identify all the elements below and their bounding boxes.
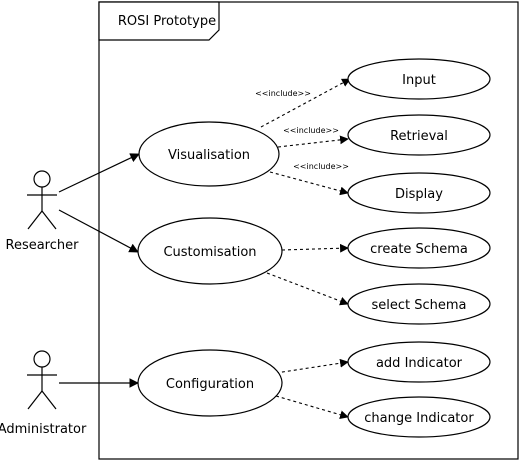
actor-left-leg [27, 390, 43, 410]
use-case-customisation[interactable]: Customisation [137, 217, 283, 285]
use-case-ellipse[interactable] [347, 341, 491, 383]
actor-left-leg [27, 210, 43, 230]
use-case-retrieval[interactable]: Retrieval [347, 114, 491, 156]
use-case-ellipse[interactable] [347, 114, 491, 156]
use-case-label: add Indicator [376, 356, 463, 371]
actor-researcher[interactable]: Researcher [6, 170, 80, 253]
system-title: ROSI Prototype [118, 14, 216, 29]
use-case-ellipse[interactable] [347, 283, 491, 325]
association-researcher-customisation [58, 209, 139, 253]
use-case-create-schema[interactable]: create Schema [347, 227, 491, 269]
use-case-label: Configuration [166, 377, 254, 392]
use-case-label: create Schema [370, 242, 468, 257]
actor-administrator[interactable]: Administrator [0, 350, 87, 437]
use-case-ellipse[interactable] [347, 58, 491, 100]
use-case-input[interactable]: Input [347, 58, 491, 100]
use-case-visualisation[interactable]: Visualisation [138, 121, 280, 187]
use-case-display[interactable]: Display [347, 172, 491, 214]
use-case-label: select Schema [371, 298, 466, 313]
include-label: <<include>> [283, 126, 339, 135]
use-case-label: Input [402, 73, 436, 88]
actor-head [33, 170, 51, 188]
association-researcher-visualisation [58, 153, 140, 193]
use-case-ellipse[interactable] [347, 396, 491, 438]
use-case-label: Customisation [163, 245, 256, 260]
actor-label: Researcher [6, 238, 80, 253]
use-case-ellipse[interactable] [347, 172, 491, 214]
use-case-add-indicator[interactable]: add Indicator [347, 341, 491, 383]
dependency-configuration-add-indicator [275, 358, 349, 374]
use-case-ellipse[interactable] [138, 121, 280, 187]
dependency-customisation-create-schema [281, 243, 349, 253]
dependency-visualisation-input [260, 78, 351, 128]
use-case-change-indicator[interactable]: change Indicator [347, 396, 491, 438]
actor-label: Administrator [0, 422, 87, 437]
use-case-label: Display [395, 187, 443, 202]
dependency-customisation-select-schema [266, 272, 349, 306]
include-label: <<include>> [255, 89, 311, 98]
use-case-ellipse[interactable] [137, 217, 283, 285]
edges-layer: <<include>> <<include>> <<include>> [58, 78, 351, 420]
include-label: <<include>> [293, 162, 349, 171]
actor-right-leg [41, 390, 57, 410]
actor-head [33, 350, 51, 368]
use-case-label: Retrieval [390, 129, 448, 144]
use-case-ellipse[interactable] [347, 227, 491, 269]
dependency-visualisation-display [269, 171, 349, 196]
system-title-tab [98, 1, 220, 41]
dependency-configuration-change-indicator [275, 395, 349, 420]
use-case-label: Visualisation [168, 148, 250, 163]
actor-right-leg [41, 210, 57, 230]
use-case-configuration[interactable]: Configuration [137, 349, 283, 417]
use-case-select-schema[interactable]: select Schema [347, 283, 491, 325]
use-case-ellipse[interactable] [137, 349, 283, 417]
use-case-label: change Indicator [364, 411, 474, 426]
